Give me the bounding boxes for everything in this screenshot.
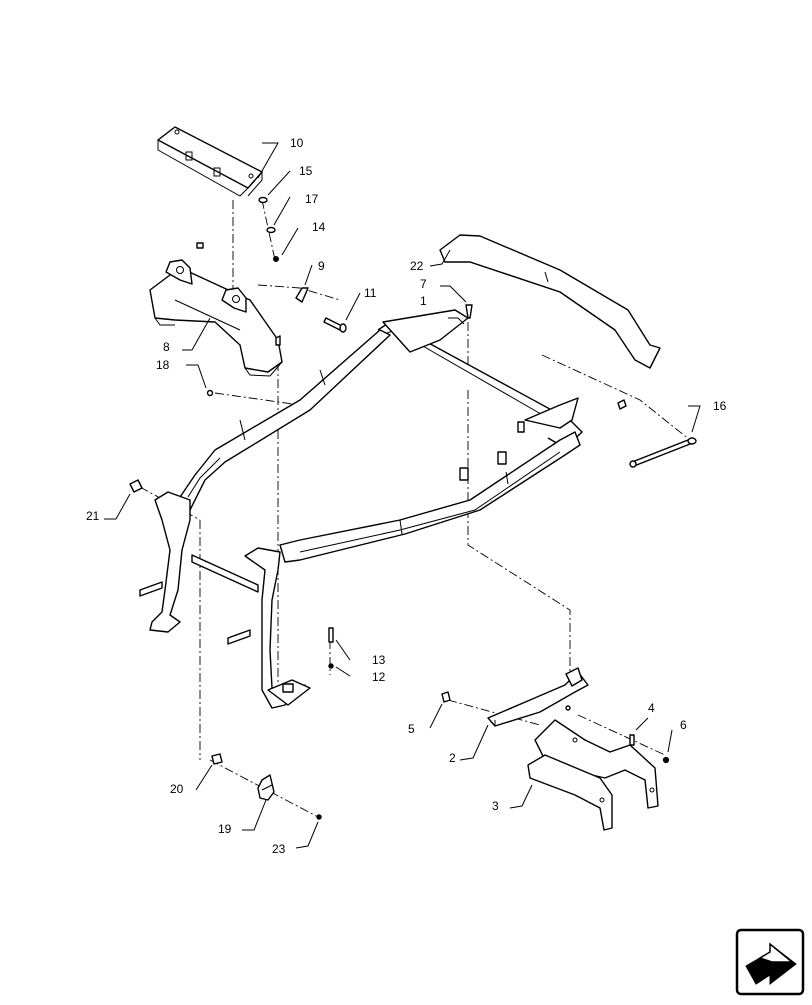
callout-6: 6 [680,718,687,732]
callout-13: 13 [372,653,386,667]
callout-18: 18 [156,358,170,372]
part-plate-10 [157,126,263,197]
center-lines [139,199,691,819]
callout-7: 7 [420,277,427,291]
callout-9: 9 [318,259,325,273]
part-cover-22 [439,234,661,369]
pins [275,287,347,346]
part-bracket-8 [149,242,283,377]
part-strut-16 [629,437,697,468]
main-frame [139,309,583,709]
callout-labels: 1 2 3 4 5 6 7 8 9 10 11 12 13 14 15 16 1… [86,136,727,856]
callout-1: 1 [420,294,427,308]
callout-21: 21 [86,509,100,523]
callout-11: 11 [364,286,377,300]
small-hardware [129,304,627,493]
callout-8: 8 [163,340,170,354]
callout-20: 20 [170,782,184,796]
hardware-stack [258,196,279,262]
callout-16: 16 [713,399,727,413]
callout-5: 5 [408,722,415,736]
bolt-5 [441,691,451,703]
bolt-13-washer-12 [328,627,334,669]
callout-22: 22 [410,259,424,273]
callout-17: 17 [305,192,319,206]
callout-3: 3 [492,799,499,813]
callout-4: 4 [648,701,655,715]
callout-leaders [104,142,701,849]
callout-15: 15 [299,164,313,178]
part-mount-3 [527,719,659,831]
callout-14: 14 [312,220,326,234]
hardware-4-6 [629,734,670,764]
lower-hardware [211,753,322,820]
callout-23: 23 [272,842,286,856]
callout-19: 19 [218,822,232,836]
next-arrow-icon[interactable] [735,928,805,996]
callout-10: 10 [290,136,304,150]
part-bracket-2 [487,667,589,727]
callout-2: 2 [449,751,456,765]
callout-12: 12 [372,670,386,684]
